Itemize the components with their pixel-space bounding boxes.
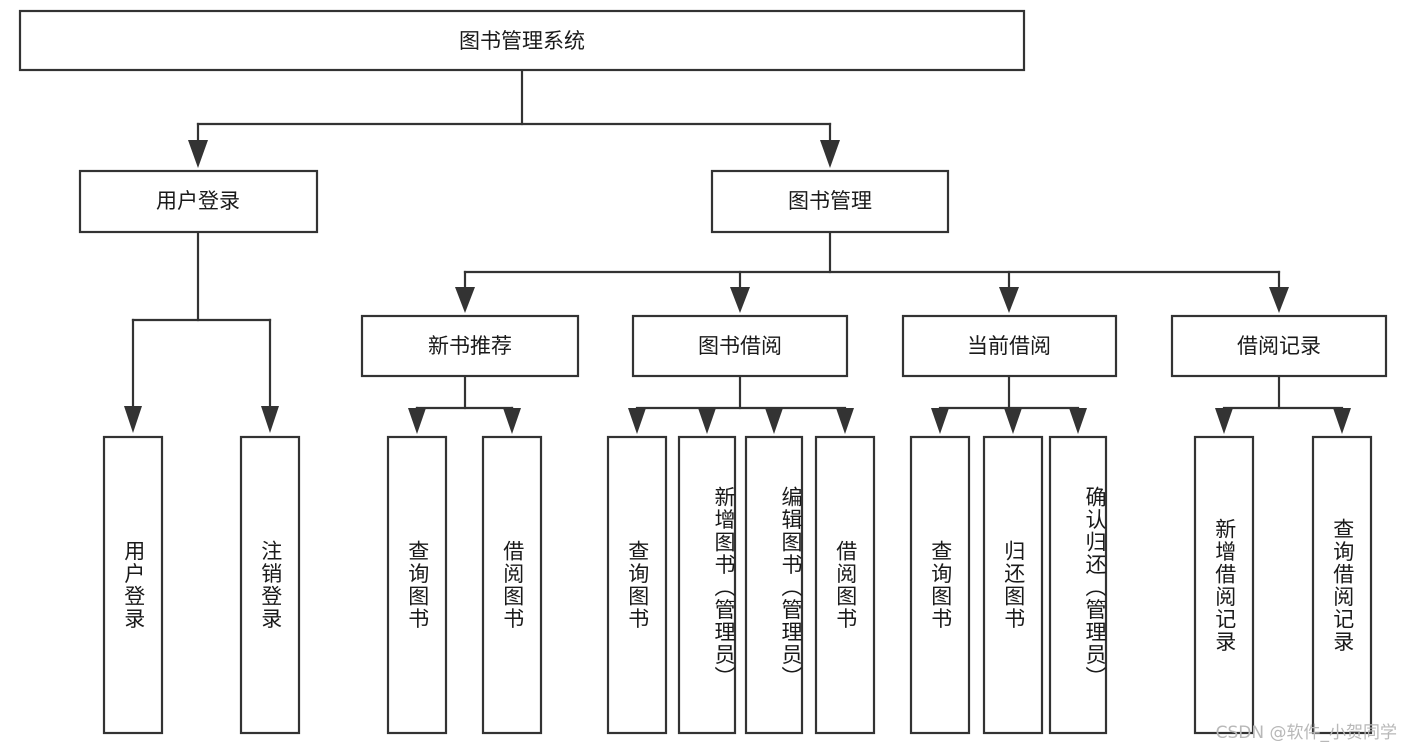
arrow-head-leaf-edit-book <box>765 408 783 434</box>
node-box-leaf-query-book-3[interactable] <box>909 435 971 735</box>
connector-group-user-login <box>124 230 279 433</box>
node-box-leaf-query-book-1[interactable] <box>386 435 448 735</box>
node-box-current-borrow[interactable] <box>901 314 1118 378</box>
node-box-leaf-return-book[interactable] <box>982 435 1044 735</box>
arrow-head-leaf-query-book-3 <box>931 408 949 434</box>
node-box-leaf-logout[interactable] <box>239 435 301 735</box>
label-root: 图书管理系统 <box>459 29 585 53</box>
arrow-head-leaf-confirm-return <box>1069 408 1087 434</box>
node-box-leaf-query-record[interactable] <box>1311 435 1373 735</box>
node-box-leaf-edit-book[interactable] <box>744 435 804 735</box>
label-borrow-record: 借阅记录 <box>1237 334 1321 358</box>
label-user-login: 用户登录 <box>156 189 240 213</box>
node-box-leaf-query-book-2[interactable] <box>606 435 668 735</box>
node-box-new-book-recommend[interactable] <box>360 314 580 378</box>
arrow-head-leaf-borrow-book-1 <box>503 408 521 434</box>
node-box-leaf-confirm-return[interactable] <box>1048 435 1108 735</box>
arrow-head-leaf-query-record <box>1333 408 1351 434</box>
label-book-manage: 图书管理 <box>788 189 872 213</box>
csdn-watermark: CSDN @软件_小贺同学 <box>1215 723 1397 743</box>
connector-group-borrow-record <box>1215 374 1351 434</box>
node-box-book-manage[interactable] <box>710 169 950 234</box>
node-box-leaf-borrow-book-2[interactable] <box>814 435 876 735</box>
arrow-head-borrow-record <box>1269 287 1289 313</box>
arrow-head-current-borrow <box>999 287 1019 313</box>
connector-group-root <box>188 68 840 168</box>
horizontal-labels: 图书管理系统 用户登录 图书管理 新书推荐 图书借阅 当前借阅 借阅记录 <box>156 29 1321 358</box>
arrow-head-leaf-logout <box>261 406 279 433</box>
arrow-head-leaf-add-record <box>1215 408 1233 434</box>
label-book-borrow: 图书借阅 <box>698 334 782 358</box>
node-box-leaf-add-record[interactable] <box>1193 435 1255 735</box>
connector-group-book-manage <box>455 230 1289 313</box>
label-new-book-recommend: 新书推荐 <box>428 334 512 358</box>
connector-group-new-book-recommend <box>408 374 521 434</box>
arrow-head-user-login <box>188 140 208 168</box>
arrow-head-leaf-borrow-book-2 <box>836 408 854 434</box>
arrow-head-leaf-query-book-2 <box>628 408 646 434</box>
arrow-head-book-borrow <box>730 287 750 313</box>
node-box-book-borrow[interactable] <box>631 314 849 378</box>
node-boxes <box>18 9 1388 735</box>
node-box-leaf-user-login[interactable] <box>102 435 164 735</box>
arrow-head-new-book-recommend <box>455 287 475 313</box>
node-box-leaf-borrow-book-1[interactable] <box>481 435 543 735</box>
label-current-borrow: 当前借阅 <box>967 334 1051 358</box>
node-box-leaf-add-book[interactable] <box>677 435 737 735</box>
node-box-borrow-record[interactable] <box>1170 314 1388 378</box>
arrow-head-leaf-return-book <box>1004 408 1022 434</box>
node-box-user-login[interactable] <box>78 169 319 234</box>
arrow-head-leaf-user-login <box>124 406 142 433</box>
connector-group-current-borrow <box>931 374 1087 434</box>
arrow-head-leaf-query-book-1 <box>408 408 426 434</box>
connector-group-book-borrow <box>628 374 854 434</box>
node-box-root[interactable] <box>18 9 1026 72</box>
arrow-head-leaf-add-book <box>698 408 716 434</box>
arrow-head-book-manage <box>820 140 840 168</box>
